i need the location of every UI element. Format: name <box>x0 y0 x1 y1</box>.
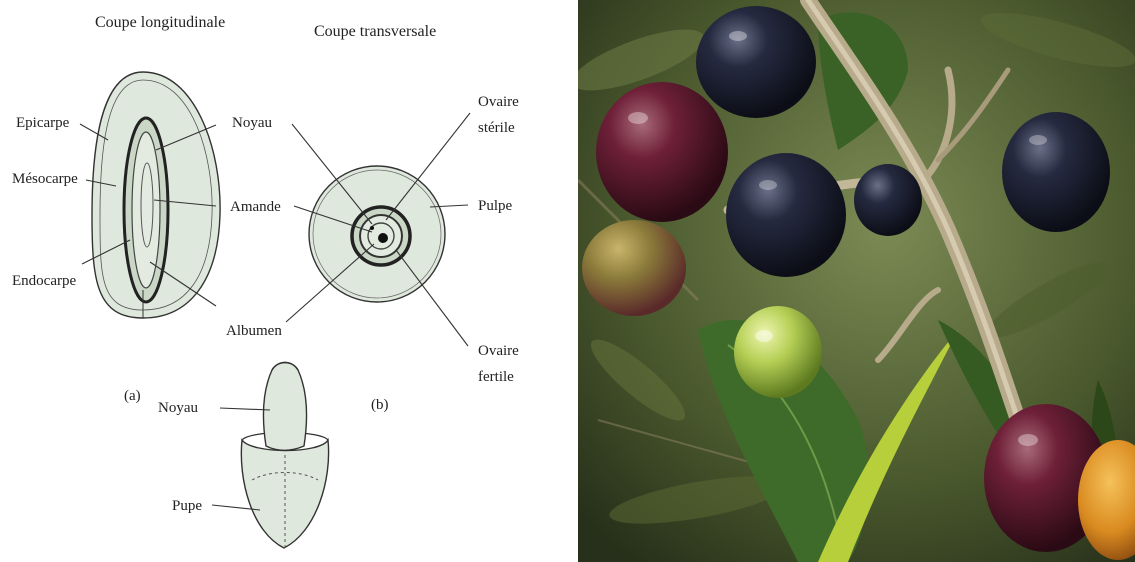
title-longitudinal: Coupe longitudinale <box>95 14 225 31</box>
longitudinal-section <box>92 72 220 318</box>
diagram-svg: Coupe longitudinale Coupe transversale E… <box>0 0 578 562</box>
label-ovaire-sterile-1: Ovaire <box>478 94 519 110</box>
ovaire-fertile <box>378 233 388 243</box>
olive-dark-right <box>1002 112 1110 232</box>
transverse-section <box>309 166 445 302</box>
label-noyau-top: Noyau <box>232 115 272 131</box>
label-epicarpe: Epicarpe <box>16 115 70 131</box>
olive-anatomy-diagram: Coupe longitudinale Coupe transversale E… <box>0 0 578 562</box>
olive-purple-large <box>596 82 728 222</box>
label-ovaire-fertile-1: Ovaire <box>478 343 519 359</box>
olive-dark-top <box>696 6 816 118</box>
label-pupe: Pupe <box>172 498 202 514</box>
title-transversal: Coupe transversale <box>314 23 436 40</box>
label-albumen: Albumen <box>226 323 282 339</box>
olive-photo <box>578 0 1135 562</box>
label-ovaire-sterile-2: stérile <box>478 120 515 136</box>
label-noyau-bottom: Noyau <box>158 400 198 416</box>
label-ovaire-fertile-2: fertile <box>478 369 514 385</box>
cut-fruit-drawing <box>241 363 328 549</box>
photo-svg <box>578 0 1135 562</box>
label-mesocarpe: Mésocarpe <box>12 171 78 187</box>
label-amande: Amande <box>230 199 281 215</box>
leader-noyau-bottom <box>220 408 270 410</box>
olive-ripening <box>582 220 686 316</box>
olive-dark-small <box>854 164 922 236</box>
label-endocarpe: Endocarpe <box>12 273 76 289</box>
label-pulpe: Pulpe <box>478 198 513 214</box>
amande-core <box>132 132 160 288</box>
label-a: (a) <box>124 388 141 404</box>
noyau-stone <box>264 363 307 451</box>
olive-green <box>734 306 822 398</box>
ovaire-sterile <box>370 226 374 230</box>
olive-dark-middle <box>726 153 846 277</box>
label-b: (b) <box>371 397 389 413</box>
